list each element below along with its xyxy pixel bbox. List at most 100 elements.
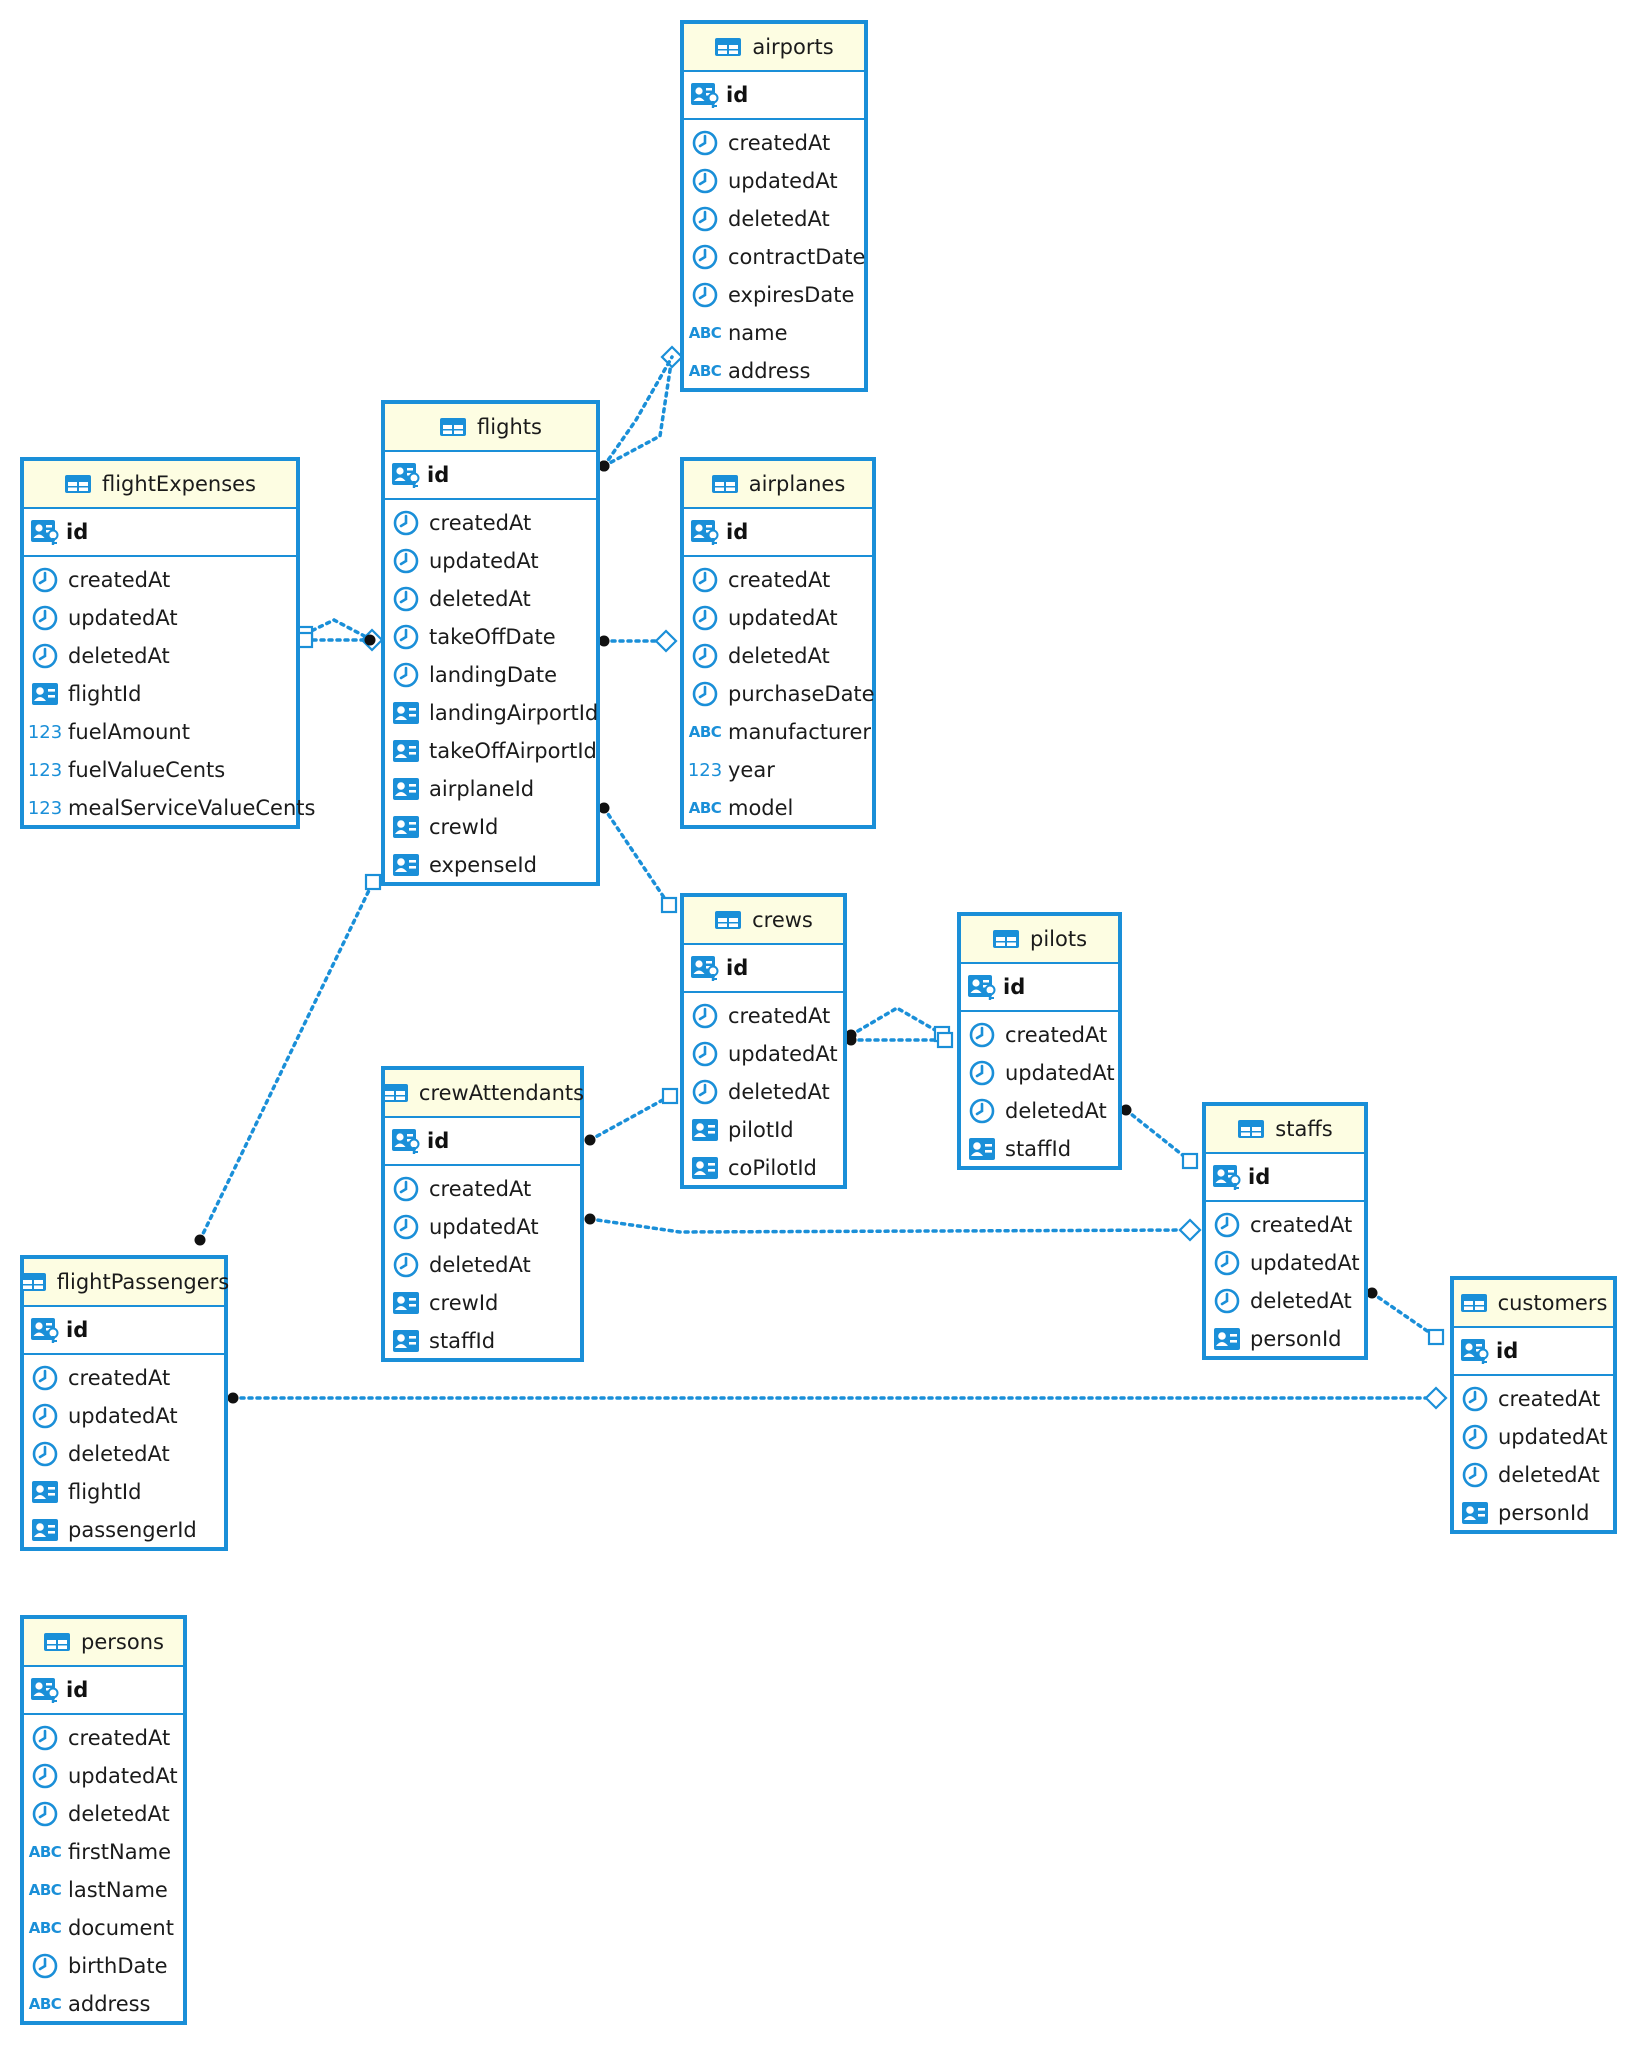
column-row[interactable]: createdAt <box>385 504 596 542</box>
column-row[interactable]: createdAt <box>24 1719 183 1757</box>
column-row[interactable]: deletedAt <box>1206 1282 1364 1320</box>
column-row[interactable]: expiresDate <box>684 276 864 314</box>
primary-key-row[interactable]: id <box>24 1307 224 1355</box>
primary-key-row[interactable]: id <box>684 509 872 557</box>
column-row[interactable]: contractDate <box>684 238 865 276</box>
column-row[interactable]: landingDate <box>385 656 596 694</box>
column-row[interactable]: deletedAt <box>1454 1456 1613 1494</box>
column-row[interactable]: updatedAt <box>961 1054 1118 1092</box>
entity-header[interactable]: crewAttendants <box>381 1070 584 1118</box>
column-row[interactable]: updatedAt <box>1206 1244 1364 1282</box>
column-row[interactable]: createdAt <box>385 1170 580 1208</box>
relationship-line[interactable] <box>588 1094 672 1142</box>
relationship-line[interactable] <box>602 355 674 468</box>
column-row[interactable]: flightId <box>24 1473 224 1511</box>
primary-key-row[interactable]: id <box>961 964 1118 1012</box>
column-row[interactable]: updatedAt <box>24 1757 183 1795</box>
primary-key-row[interactable]: id <box>24 509 296 557</box>
entity-header[interactable]: crews <box>684 897 843 945</box>
primary-key-row[interactable]: id <box>385 452 596 500</box>
column-row[interactable]: passengerId <box>24 1511 224 1549</box>
entity-header[interactable]: flights <box>385 404 596 452</box>
column-row[interactable]: landingAirportId <box>385 694 598 732</box>
relationship-line[interactable] <box>588 1217 1192 1234</box>
primary-key-row[interactable]: id <box>385 1118 580 1166</box>
primary-key-row[interactable]: id <box>1454 1328 1613 1376</box>
column-row[interactable]: deletedAt <box>385 580 596 618</box>
column-row[interactable]: crewId <box>385 1284 580 1322</box>
primary-key-row[interactable]: id <box>24 1667 183 1715</box>
column-row[interactable]: purchaseDate <box>684 675 875 713</box>
column-row[interactable]: deletedAt <box>961 1092 1118 1130</box>
column-row[interactable]: takeOffDate <box>385 618 596 656</box>
relationship-line[interactable] <box>1124 1108 1192 1163</box>
column-row[interactable]: deletedAt <box>24 1795 183 1833</box>
column-row[interactable]: createdAt <box>24 561 296 599</box>
column-row[interactable]: createdAt <box>684 124 864 162</box>
column-row[interactable]: updatedAt <box>385 542 596 580</box>
column-row[interactable]: expenseId <box>385 846 596 884</box>
column-row[interactable]: deletedAt <box>684 1073 843 1111</box>
relationship-line[interactable] <box>198 880 375 1242</box>
column-row[interactable]: createdAt <box>684 561 872 599</box>
column-row[interactable]: coPilotId <box>684 1149 843 1187</box>
column-row[interactable]: personId <box>1206 1320 1364 1358</box>
column-row[interactable]: createdAt <box>684 997 843 1035</box>
entity-header[interactable]: airports <box>684 24 864 72</box>
column-row[interactable]: deletedAt <box>684 637 872 675</box>
relationship-line[interactable] <box>602 355 674 468</box>
primary-key-row[interactable]: id <box>1206 1154 1364 1202</box>
column-row[interactable]: personId <box>1454 1494 1613 1532</box>
entity-header[interactable]: flightPassengers <box>19 1259 229 1307</box>
column-row[interactable]: deletedAt <box>684 200 864 238</box>
primary-key-row[interactable]: id <box>684 72 864 120</box>
column-row[interactable]: crewId <box>385 808 596 846</box>
relationship-line[interactable] <box>602 806 671 907</box>
column-row[interactable]: updatedAt <box>684 162 864 200</box>
column-row[interactable]: flightId <box>24 675 296 713</box>
column-row[interactable]: updatedAt <box>24 599 296 637</box>
entity-header[interactable]: staffs <box>1206 1106 1364 1154</box>
relationship-line[interactable] <box>1370 1291 1438 1339</box>
column-row[interactable]: birthDate <box>24 1947 183 1985</box>
column-row[interactable]: staffId <box>961 1130 1118 1168</box>
column-row[interactable]: updatedAt <box>385 1208 580 1246</box>
column-row[interactable]: updatedAt <box>24 1397 224 1435</box>
column-row[interactable]: updatedAt <box>1454 1418 1613 1456</box>
relationship-line[interactable] <box>303 618 374 642</box>
column-row[interactable]: takeOffAirportId <box>385 732 597 770</box>
primary-key-row[interactable]: id <box>684 945 843 993</box>
column-row[interactable]: createdAt <box>24 1359 224 1397</box>
column-row[interactable]: deletedAt <box>24 1435 224 1473</box>
column-row[interactable]: airplaneId <box>385 770 596 808</box>
column-row[interactable]: createdAt <box>1454 1380 1613 1418</box>
column-row[interactable]: deletedAt <box>385 1246 580 1284</box>
entity-header[interactable]: flightExpenses <box>24 461 296 509</box>
column-row[interactable]: createdAt <box>1206 1206 1364 1244</box>
column-row[interactable]: updatedAt <box>684 1035 843 1073</box>
column-row[interactable]: pilotId <box>684 1111 843 1149</box>
relationship-line[interactable] <box>849 1005 944 1037</box>
entity-header[interactable]: pilots <box>961 916 1118 964</box>
column-row[interactable]: staffId <box>385 1322 580 1360</box>
